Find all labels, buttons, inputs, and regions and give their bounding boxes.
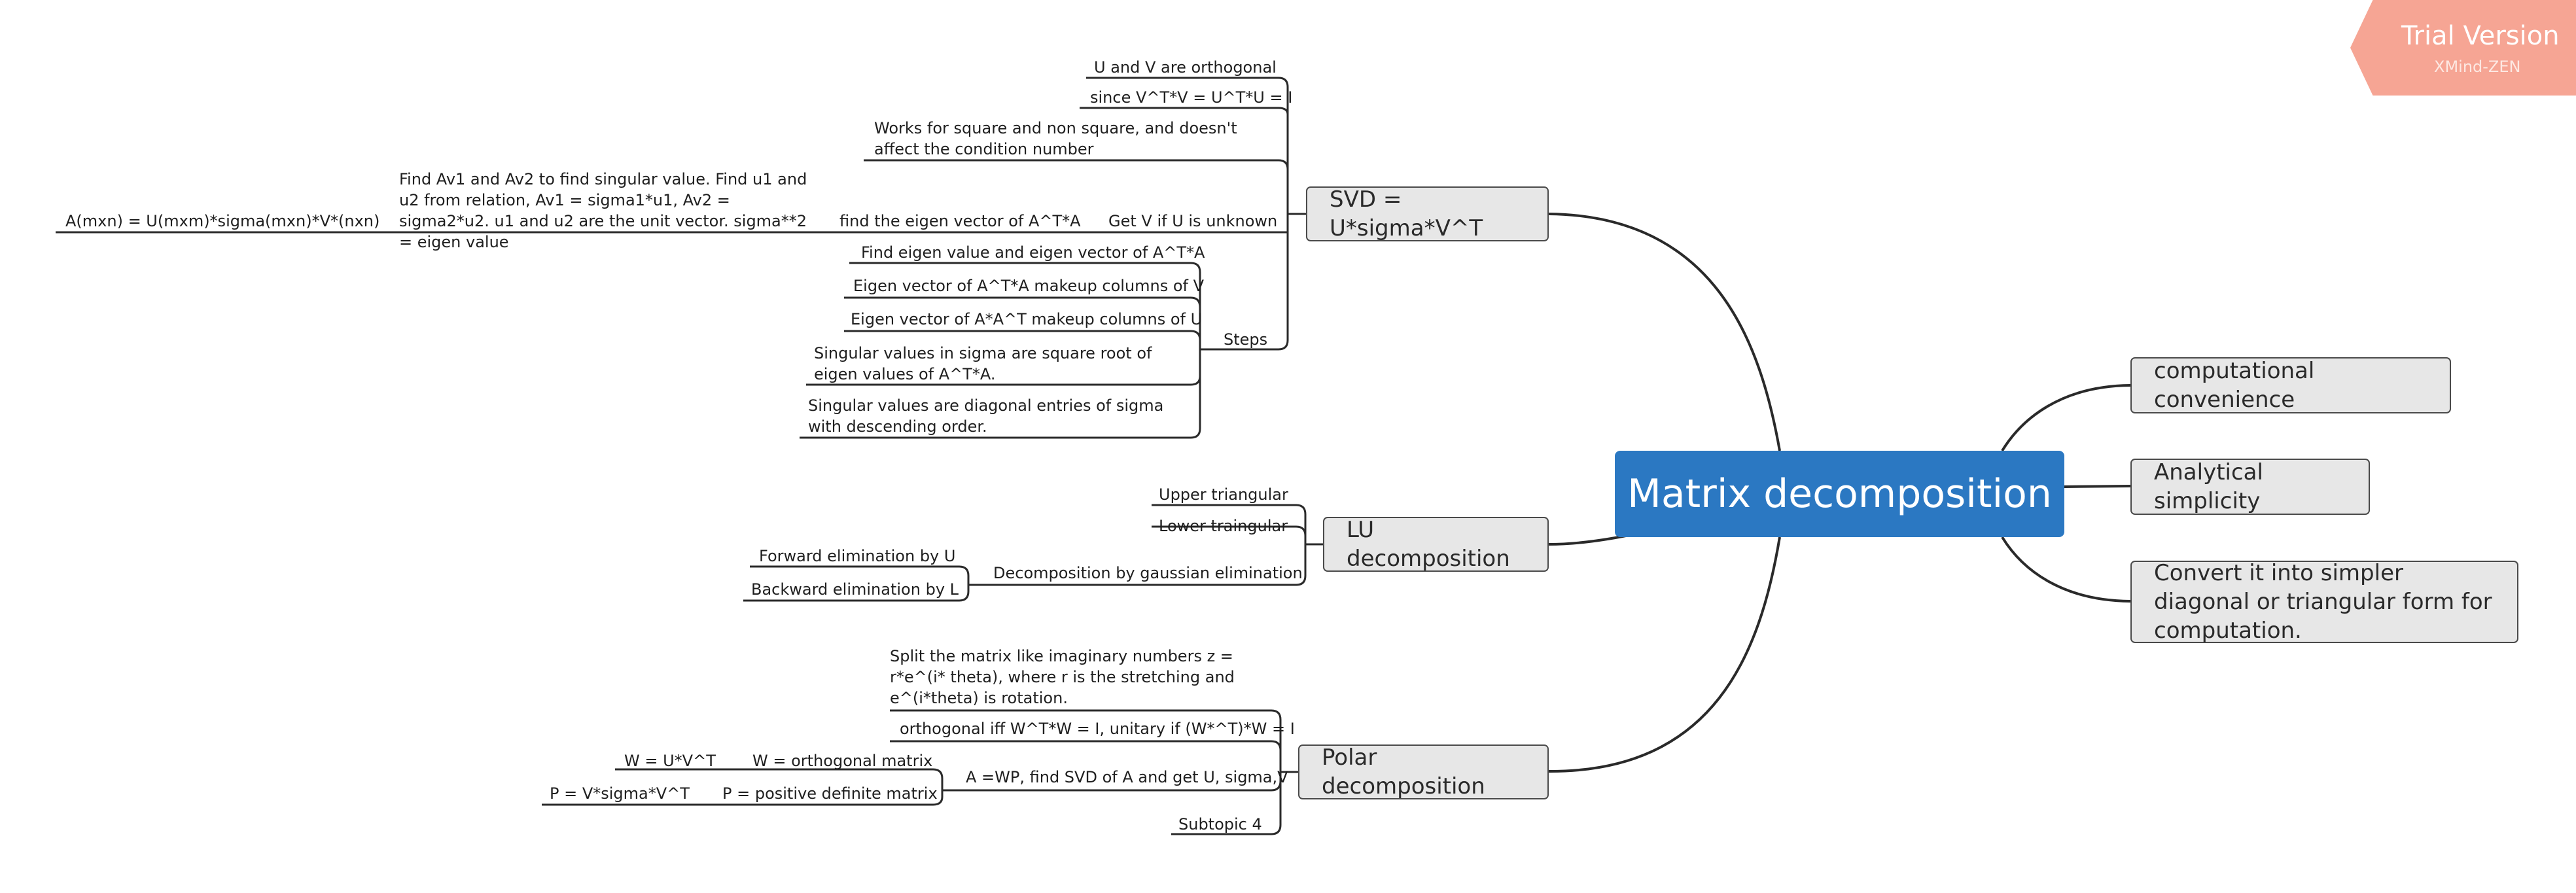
topic-svd[interactable]: SVD = U*sigma*V^T <box>1306 186 1549 241</box>
polar-a-wp[interactable]: A =WP, find SVD of A and get U, sigma,V <box>966 768 1288 786</box>
polar-split-note[interactable]: Split the matrix like imaginary numbers … <box>890 647 1235 707</box>
polar-p-positive-definite[interactable]: P = positive definite matrix <box>722 784 938 803</box>
svd-steps[interactable]: Steps <box>1224 330 1268 349</box>
polar-subtopic-4[interactable]: Subtopic 4 <box>1178 815 1262 833</box>
lu-upper-triangular[interactable]: Upper triangular <box>1159 485 1288 504</box>
trial-version-title: Trial Version <box>2401 21 2560 51</box>
topic-analytical-simplicity[interactable]: Analytical simplicity <box>2130 459 2370 515</box>
trial-version-badge: Trial Version XMind-ZEN <box>2350 0 2576 96</box>
svd-works-note[interactable]: Works for square and non square, and doe… <box>874 119 1237 158</box>
topic-lu-decomposition[interactable]: LU decomposition <box>1323 517 1549 572</box>
trial-version-subtitle: XMind-ZEN <box>2434 58 2521 76</box>
polar-orthogonal-iff[interactable]: orthogonal iff W^T*W = I, unitary if (W*… <box>900 720 1295 738</box>
svd-formula[interactable]: A(mxn) = U(mxm)*sigma(mxn)*V*(nxn) <box>65 212 380 230</box>
svd-find-eigen-vector[interactable]: find the eigen vector of A^T*A <box>839 212 1081 230</box>
lu-lower-triangular[interactable]: Lower traingular <box>1159 517 1288 535</box>
lu-backward-elimination[interactable]: Backward elimination by L <box>751 580 959 599</box>
polar-p-formula[interactable]: P = V*sigma*V^T <box>550 784 690 803</box>
svd-get-v[interactable]: Get V if U is unknown <box>1108 212 1278 230</box>
step-columns-of-v[interactable]: Eigen vector of A^T*A makeup columns of … <box>853 277 1205 295</box>
lu-gaussian-elimination[interactable]: Decomposition by gaussian elimination <box>993 564 1303 582</box>
step-find-eigen[interactable]: Find eigen value and eigen vector of A^T… <box>861 243 1205 262</box>
polar-w-orthogonal[interactable]: W = orthogonal matrix <box>752 752 933 770</box>
trial-badge-shape <box>2350 0 2576 96</box>
topic-polar-decomposition[interactable]: Polar decomposition <box>1298 744 1549 799</box>
topic-simpler-form[interactable]: Convert it into simpler diagonal or tria… <box>2130 560 2518 644</box>
topic-computational-convenience[interactable]: computational convenience <box>2130 357 2451 413</box>
step-columns-of-u[interactable]: Eigen vector of A*A^T makeup columns of … <box>851 310 1203 328</box>
svd-singular-value-note[interactable]: Find Av1 and Av2 to find singular value.… <box>399 170 807 251</box>
svd-identity-note[interactable]: since V^T*V = U^T*U = I <box>1090 88 1293 107</box>
step-diagonal-entries[interactable]: Singular values are diagonal entries of … <box>808 396 1164 436</box>
lu-forward-elimination[interactable]: Forward elimination by U <box>759 547 956 565</box>
polar-w-formula[interactable]: W = U*V^T <box>624 752 716 770</box>
step-singular-sqrt[interactable]: Singular values in sigma are square root… <box>814 344 1152 383</box>
central-topic[interactable]: Matrix decomposition <box>1615 451 2064 537</box>
svd-orthogonal-note[interactable]: U and V are orthogonal <box>1094 58 1277 77</box>
